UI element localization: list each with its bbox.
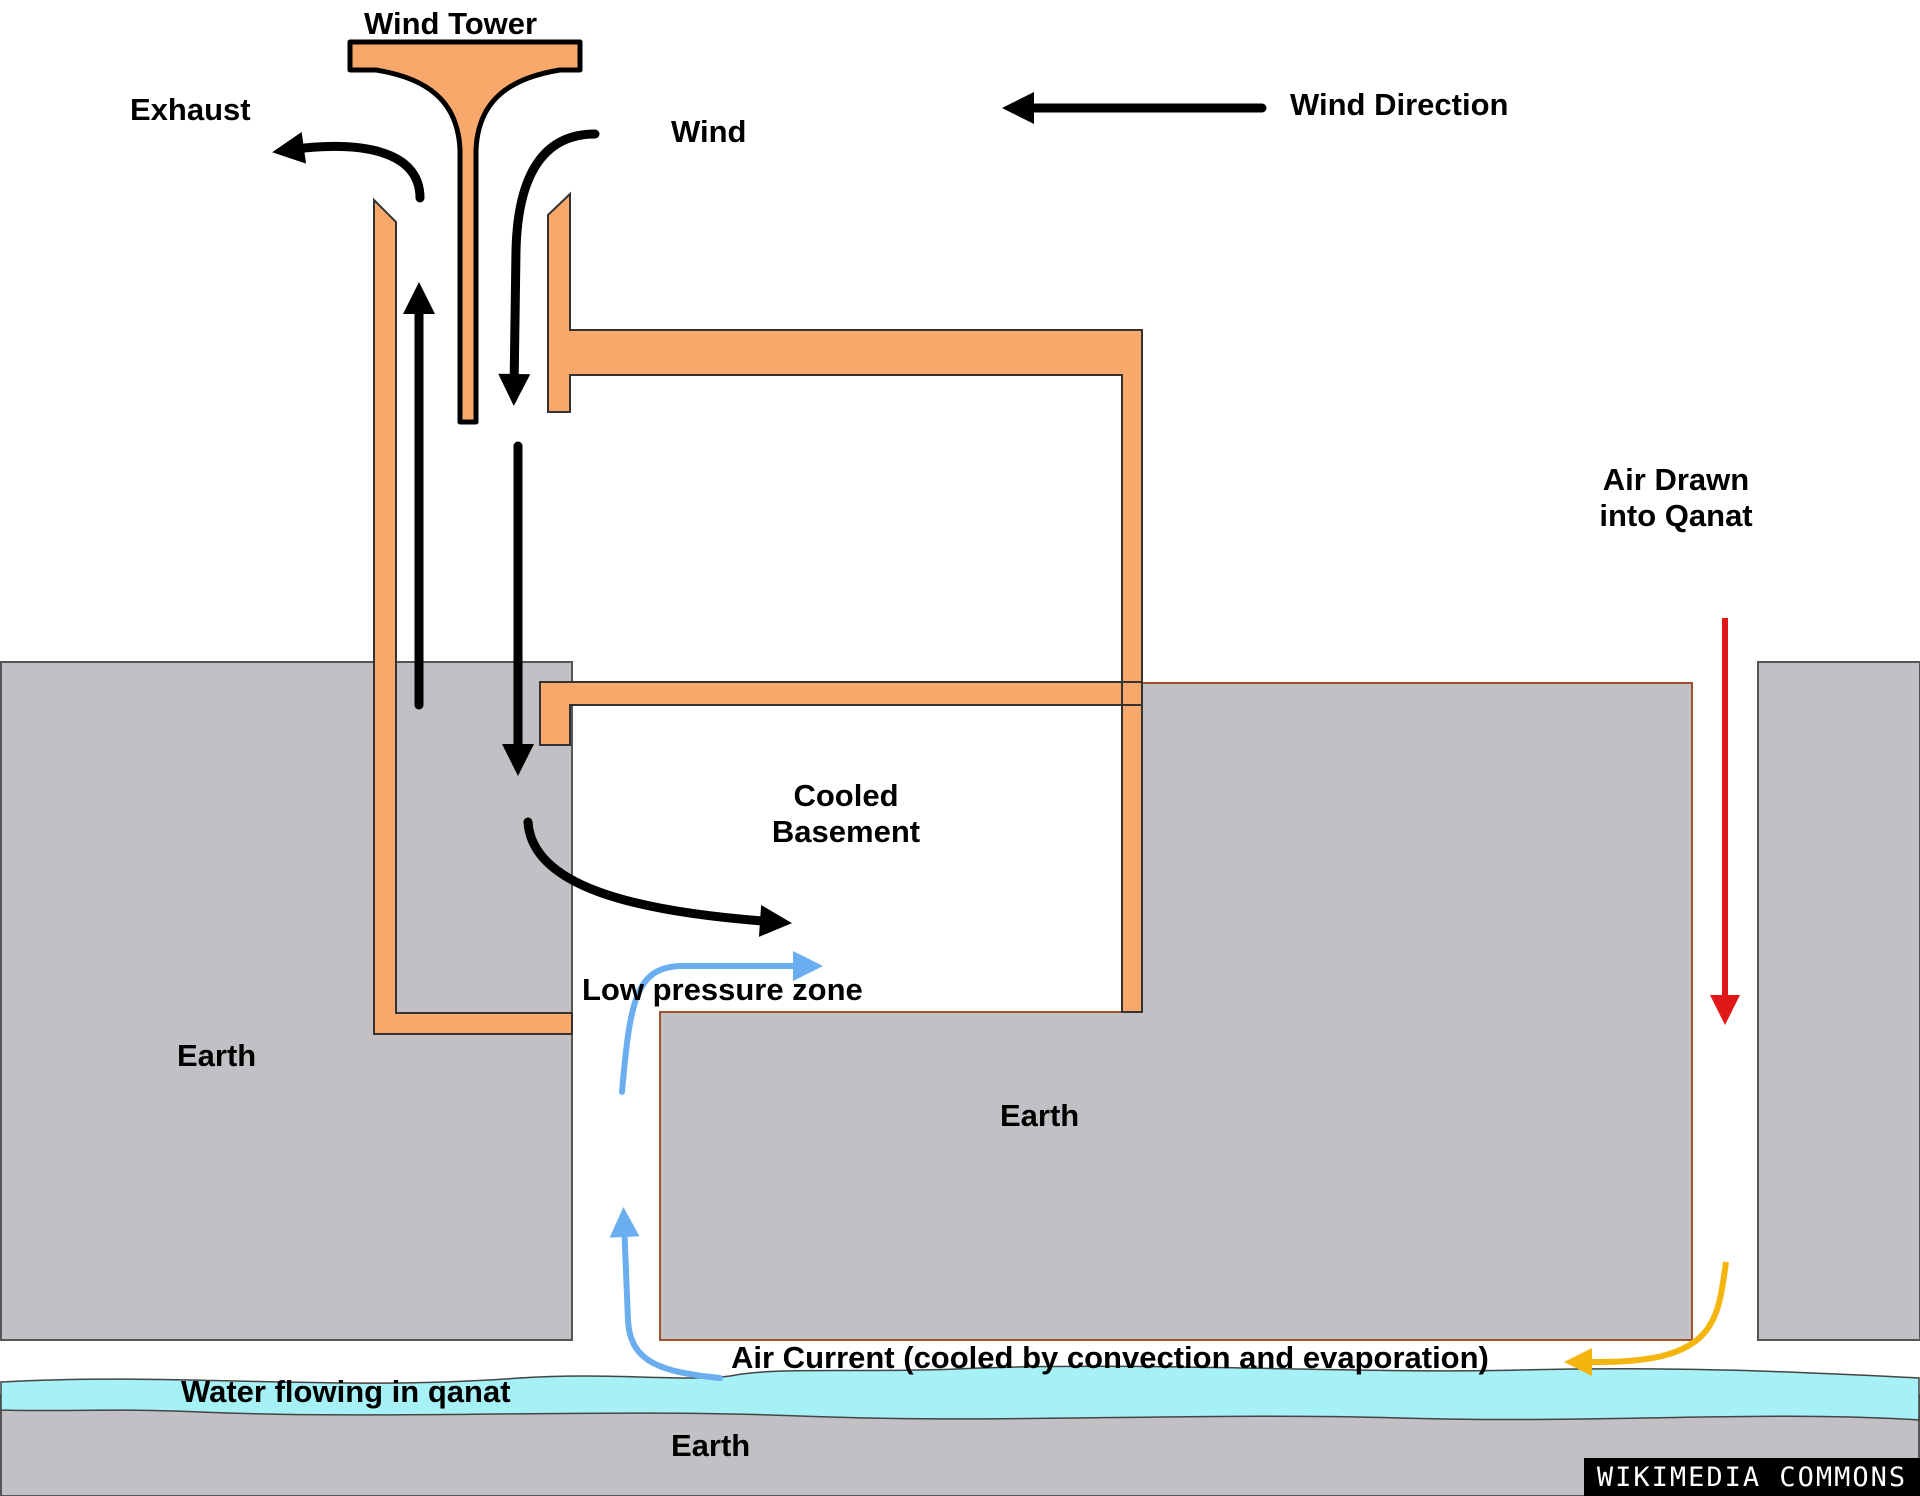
qanat-water bbox=[0, 1365, 1920, 1421]
wikimedia-commons-watermark: WIKIMEDIA COMMONS bbox=[1584, 1458, 1920, 1496]
exhaust-arrow bbox=[272, 131, 425, 203]
airflow-arrows bbox=[272, 92, 1267, 937]
wind-tower-head bbox=[347, 39, 583, 425]
earth-center-label: Earth bbox=[1000, 1098, 1080, 1133]
cooled-line-2: Basement bbox=[771, 813, 921, 849]
basement-flow-arrow bbox=[523, 817, 792, 937]
air-drawn-label: Air Drawn into Qanat bbox=[1586, 462, 1766, 533]
low-pressure-zone-label: Low pressure zone bbox=[582, 972, 863, 1007]
cool-air-rise-arrow bbox=[609, 1207, 723, 1381]
air-current-label: Air Current (cooled by convection and ev… bbox=[731, 1340, 1489, 1375]
wind-label: Wind bbox=[671, 114, 747, 149]
cooled-basement-label: Cooled Basement bbox=[748, 778, 944, 849]
cool-air-zone-arrow bbox=[619, 951, 823, 1095]
exhaust-label: Exhaust bbox=[130, 92, 251, 127]
earth-right-block bbox=[1757, 661, 1920, 1341]
earth-center-block bbox=[659, 1011, 1693, 1341]
wind-direction-label: Wind Direction bbox=[1290, 87, 1509, 122]
earth-left-label: Earth bbox=[177, 1038, 257, 1073]
wind-inflow-arrow bbox=[498, 129, 600, 406]
cooled-line-1: Cooled bbox=[793, 778, 899, 813]
earth-left-block bbox=[0, 661, 573, 1341]
wind-tower-label: Wind Tower bbox=[364, 6, 538, 41]
cool-air-arrows bbox=[609, 951, 823, 1381]
air-current-arrow bbox=[1564, 1261, 1729, 1376]
earth-center-upper-block bbox=[1142, 683, 1692, 1014]
building-structure bbox=[373, 191, 1143, 1035]
air-drawn-line-1: Air Drawn bbox=[1602, 462, 1750, 497]
air-drawn-line-2: into Qanat bbox=[1599, 497, 1753, 533]
earth-bottom-label: Earth bbox=[671, 1428, 751, 1463]
water-label: Water flowing in qanat bbox=[181, 1374, 511, 1409]
